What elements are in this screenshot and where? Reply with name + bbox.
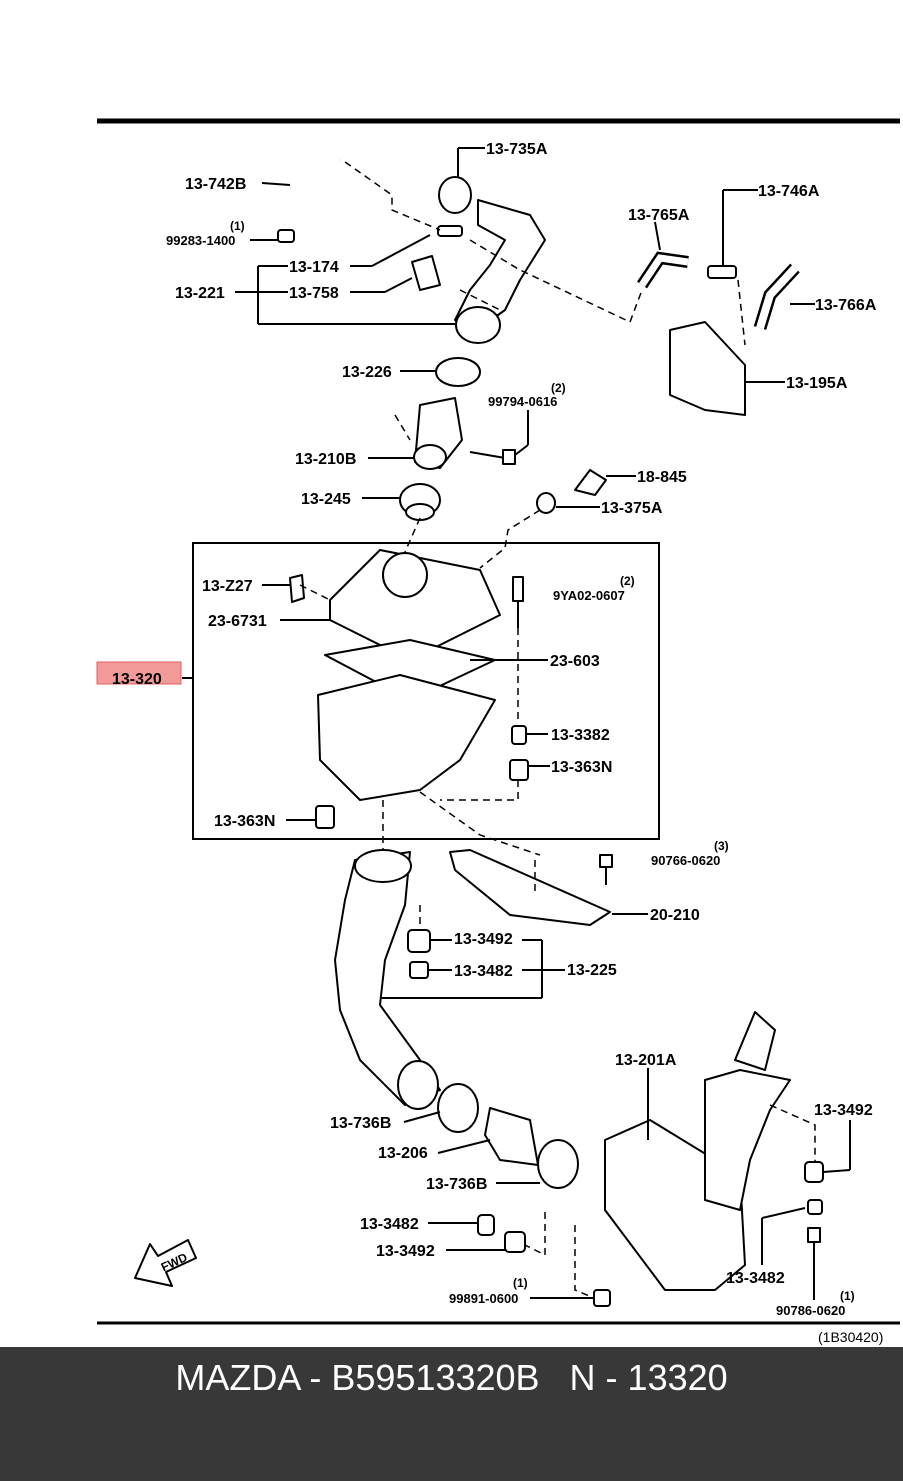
- label-13-736B-lower: 13-736B: [426, 1176, 487, 1193]
- parts-diagram: 13-735A 13-742B (1) 99283-1400 13-174 13…: [96, 118, 900, 1345]
- label-13-3482-lower-left: 13-3482: [360, 1216, 419, 1233]
- label-13-221: 13-221: [175, 285, 225, 302]
- label-13-3492-lower-left: 13-3492: [376, 1243, 435, 1260]
- qty-90786: (1): [840, 1289, 855, 1303]
- label-13-3382: 13-3382: [551, 727, 610, 744]
- label-13-758: 13-758: [289, 285, 339, 302]
- label-13-742B: 13-742B: [185, 176, 246, 193]
- label-13-736B-upper: 13-736B: [330, 1115, 391, 1132]
- caption-bar: [0, 1347, 903, 1481]
- label-13-210B: 13-210B: [295, 451, 356, 468]
- label-13-320: 13-320: [112, 671, 162, 688]
- fwd-arrow-icon: [134, 1239, 197, 1287]
- label-13-3492-upper: 13-3492: [454, 931, 513, 948]
- label-13-3482-upper: 13-3482: [454, 963, 513, 980]
- label-13-226: 13-226: [342, 364, 392, 381]
- label-13-206: 13-206: [378, 1145, 428, 1162]
- label-13-746A: 13-746A: [758, 183, 820, 200]
- label-13-766A: 13-766A: [815, 297, 877, 314]
- label-13-201A: 13-201A: [615, 1052, 677, 1069]
- highlight-13-320: [96, 661, 182, 685]
- label-9YA02-0607: 9YA02-0607: [553, 588, 625, 603]
- label-99891-0600: 99891-0600: [449, 1291, 518, 1306]
- label-13-245: 13-245: [301, 491, 351, 508]
- qty-90766: (3): [714, 839, 729, 853]
- label-13-363N-left: 13-363N: [214, 813, 275, 830]
- qty-99283: (1): [230, 219, 245, 233]
- label-99794-0616: 99794-0616: [488, 394, 557, 409]
- qty-99891: (1): [513, 1276, 528, 1290]
- label-13-225: 13-225: [567, 962, 617, 979]
- label-13-Z27: 13-Z27: [202, 578, 253, 595]
- label-18-845: 18-845: [637, 469, 687, 486]
- label-13-765A: 13-765A: [628, 207, 690, 224]
- label-99283-1400: 99283-1400: [166, 233, 235, 248]
- label-13-3482-lower-right: 13-3482: [726, 1270, 785, 1287]
- qty-9YA02: (2): [620, 574, 635, 588]
- label-23-603: 23-603: [550, 653, 600, 670]
- assembly-box: [192, 542, 660, 840]
- label-13-3492-right: 13-3492: [814, 1102, 873, 1119]
- label-13-375A: 13-375A: [601, 500, 663, 517]
- label-90766-0620: 90766-0620: [651, 853, 720, 868]
- label-13-195A: 13-195A: [786, 375, 848, 392]
- label-13-174: 13-174: [289, 259, 339, 276]
- part-number-caption: MAZDA - B59513320B N - 13320: [175, 1357, 728, 1398]
- qty-99794: (2): [551, 381, 566, 395]
- label-23-6731: 23-6731: [208, 613, 267, 630]
- label-13-363N-right: 13-363N: [551, 759, 612, 776]
- label-90786-0620: 90786-0620: [776, 1303, 845, 1318]
- label-20-210: 20-210: [650, 907, 700, 924]
- diagram-ref-code: (1B30420): [818, 1329, 883, 1345]
- label-13-735A: 13-735A: [486, 141, 548, 158]
